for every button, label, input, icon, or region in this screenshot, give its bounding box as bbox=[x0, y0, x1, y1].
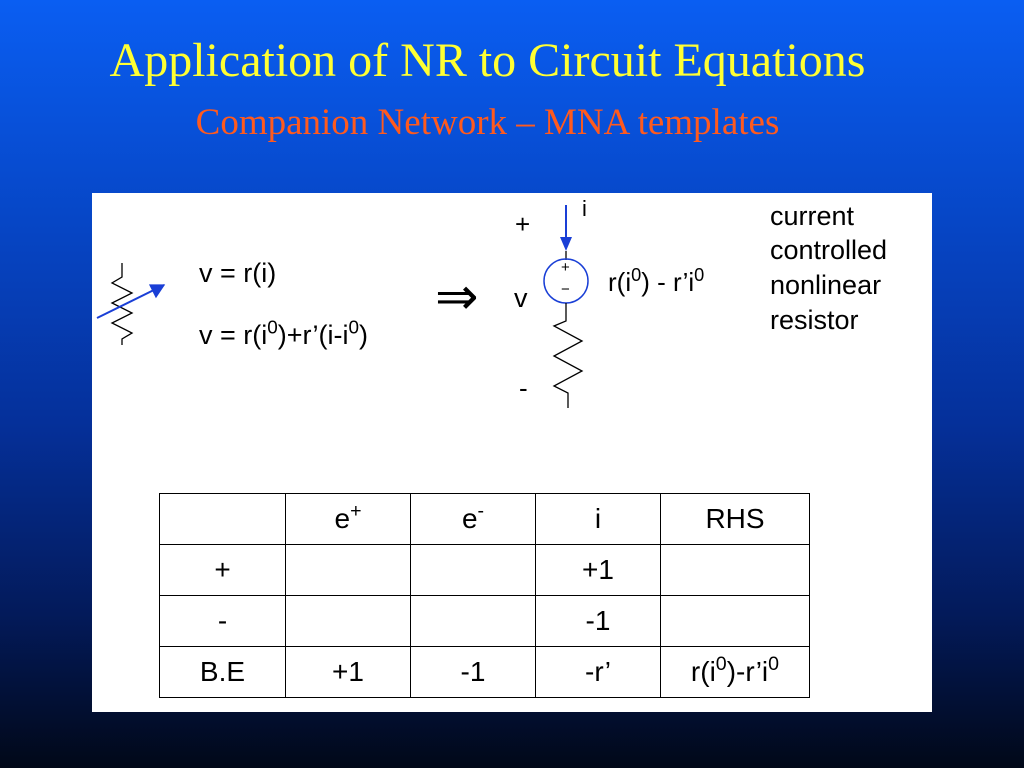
equation-nonlinear: v = r(i) bbox=[199, 258, 277, 288]
table-cell: + bbox=[159, 544, 286, 596]
table-cell: - bbox=[159, 595, 286, 647]
implies-arrow: ⇒ bbox=[435, 267, 479, 327]
table-cell: -1 bbox=[535, 595, 661, 647]
description-line-2: controlled bbox=[770, 235, 888, 265]
description-line-1: current bbox=[770, 201, 855, 231]
table-header-row: e+ e- i RHS bbox=[159, 493, 810, 545]
table-cell bbox=[410, 595, 536, 647]
description-line-3: nonlinear bbox=[770, 270, 882, 300]
source-value-label: r(i0) - r’i0 bbox=[608, 265, 705, 297]
table-row: + +1 bbox=[159, 544, 810, 596]
description-line-4: resistor bbox=[770, 305, 859, 335]
current-arrow bbox=[560, 205, 572, 251]
nonlinear-resistor-symbol bbox=[96, 263, 166, 345]
table-cell: -r’ bbox=[535, 646, 661, 698]
table-cell-rhs-be: r(i0)-r’i0 bbox=[660, 646, 810, 698]
minus-terminal-label: - bbox=[519, 373, 528, 403]
table-cell bbox=[285, 595, 411, 647]
mna-template-table: e+ e- i RHS + +1 - -1 B.E +1 -1 -r’ r(i0… bbox=[159, 493, 810, 698]
equation-linearized: v = r(i0)+r’(i-i0) bbox=[199, 317, 369, 350]
header-cell-i: i bbox=[535, 493, 661, 545]
diagram-panel: v = r(i) v = r(i0)+r’(i-i0) ⇒ + i v - + … bbox=[92, 193, 932, 712]
current-label: i bbox=[582, 196, 587, 221]
table-cell: B.E bbox=[159, 646, 286, 698]
table-cell bbox=[410, 544, 536, 596]
table-cell bbox=[285, 544, 411, 596]
source-plus-sign: + bbox=[561, 259, 570, 276]
voltage-label: v bbox=[514, 283, 528, 313]
header-cell-e-plus: e+ bbox=[285, 493, 411, 545]
table-cell: +1 bbox=[285, 646, 411, 698]
slide-title: Application of NR to Circuit Equations bbox=[109, 34, 866, 87]
linear-resistor bbox=[552, 303, 584, 408]
circuit-drawing bbox=[96, 205, 589, 408]
header-cell-e-minus: e- bbox=[410, 493, 536, 545]
table-cell bbox=[660, 595, 810, 647]
header-cell-rhs: RHS bbox=[660, 493, 810, 545]
table-cell bbox=[660, 544, 810, 596]
table-row: - -1 bbox=[159, 595, 810, 647]
source-minus-sign: − bbox=[561, 281, 570, 298]
table-row: B.E +1 -1 -r’ r(i0)-r’i0 bbox=[159, 646, 810, 698]
slide-subtitle: Companion Network – MNA templates bbox=[195, 102, 780, 143]
table-cell: -1 bbox=[410, 646, 536, 698]
plus-terminal-label: + bbox=[515, 209, 531, 239]
table-cell: +1 bbox=[535, 544, 661, 596]
header-cell-corner bbox=[159, 493, 286, 545]
